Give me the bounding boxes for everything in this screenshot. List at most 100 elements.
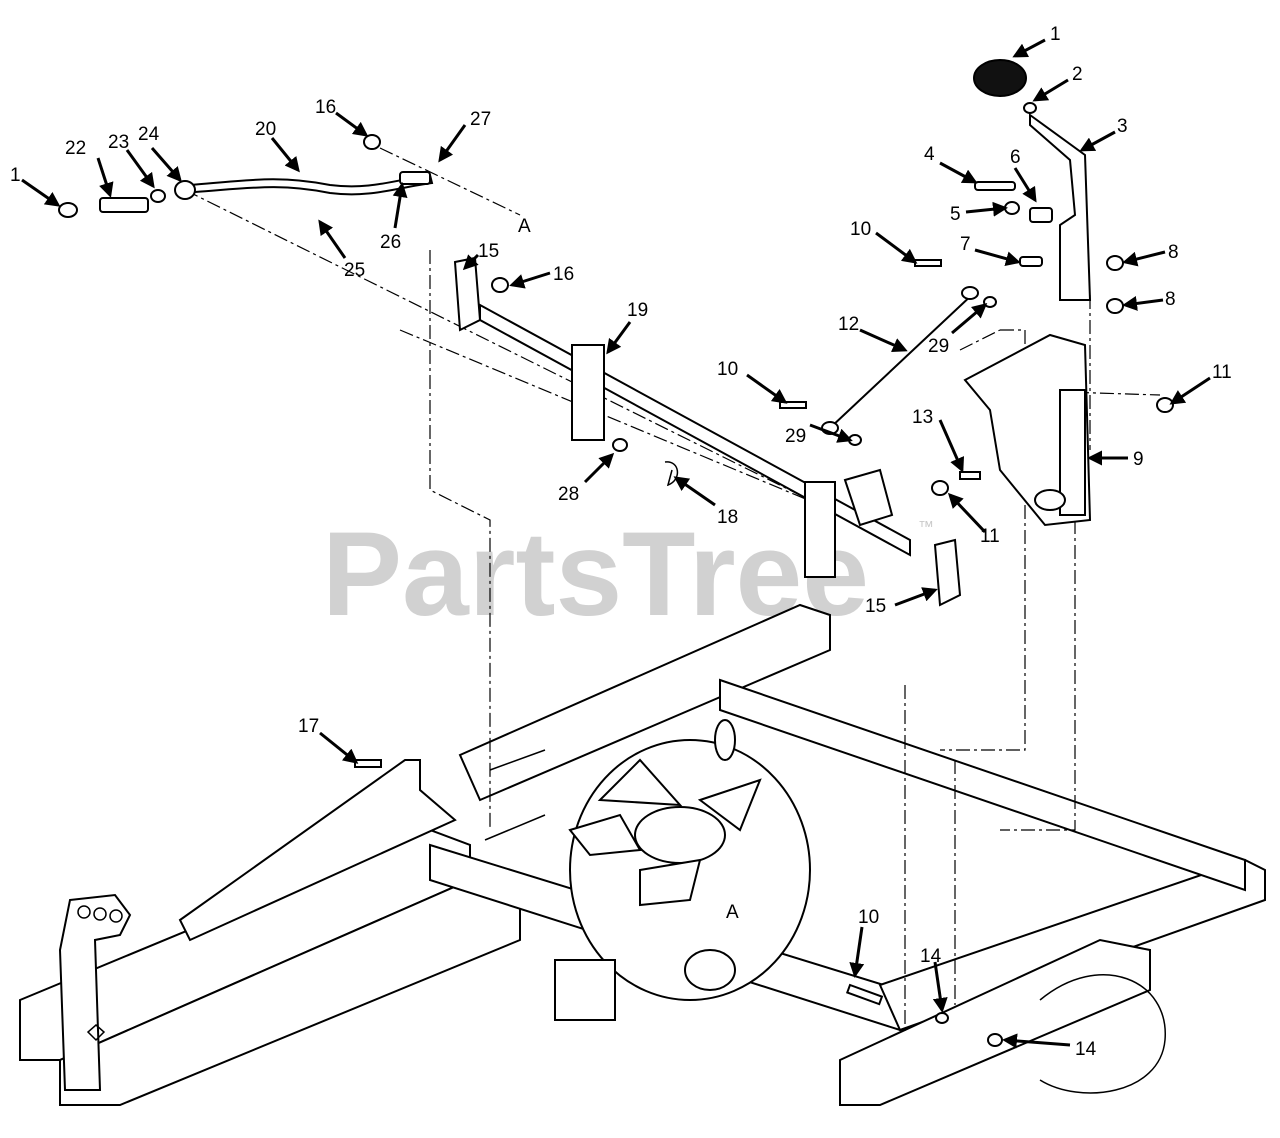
callout-20: 20 (255, 119, 276, 140)
left-side-plate (178, 759, 457, 942)
drive-pulley (684, 949, 736, 991)
section-marker-a-upper: A (518, 216, 531, 237)
washer (983, 296, 997, 308)
knob-nut (1023, 102, 1037, 114)
callout-8-lower: 8 (1165, 289, 1176, 310)
hex-nut (931, 480, 949, 496)
callout-4: 4 (924, 144, 935, 165)
washer (848, 434, 862, 446)
bolt (914, 259, 942, 267)
callout-23: 23 (108, 132, 129, 153)
control-bracket (963, 333, 1092, 527)
callout-2: 2 (1072, 64, 1083, 85)
bolt (779, 401, 807, 409)
right-wheel-mount (1039, 974, 1166, 1094)
hex-nut (58, 202, 78, 218)
callout-9: 9 (1133, 449, 1144, 470)
bolt (845, 983, 884, 1006)
callout-16-lower: 16 (553, 264, 574, 285)
washer (150, 189, 166, 203)
callout-26: 26 (380, 232, 401, 253)
section-marker-a-lower: A (726, 902, 739, 923)
spring (1029, 207, 1053, 223)
shaft-arm (571, 344, 605, 441)
callout-28: 28 (558, 484, 579, 505)
nut (935, 1012, 949, 1024)
fan-blade (639, 858, 702, 907)
fan-blade (697, 778, 762, 832)
flange-bearing (453, 256, 482, 332)
rear-cross-member (458, 603, 831, 802)
lever-knob (973, 59, 1027, 97)
ball-joint (174, 180, 196, 200)
shaft-arm-right (804, 481, 836, 578)
callout-14-right: 14 (1075, 1039, 1097, 1060)
upper-side-rail (719, 678, 1246, 892)
callout-labels: 1 2 3 4 5 6 7 8 8 9 10 10 10 11 11 12 13… (10, 24, 1232, 1060)
callout-25: 25 (344, 260, 365, 281)
fan-blade (597, 758, 683, 807)
alignment-lines (184, 147, 1161, 1035)
callout-arrows (21, 38, 1211, 1049)
callout-1-knob: 1 (1050, 24, 1061, 45)
callout-3: 3 (1117, 116, 1128, 137)
callout-11-lower: 11 (980, 526, 1000, 547)
callout-22: 22 (65, 138, 86, 159)
callout-10-middle: 10 (717, 359, 738, 380)
hex-nut (1106, 255, 1124, 271)
linkage-parts (58, 59, 1174, 1047)
callout-13: 13 (912, 407, 933, 428)
callout-29-lower: 29 (785, 426, 806, 447)
callout-1-nut: 1 (10, 165, 21, 186)
callout-19: 19 (627, 300, 648, 321)
pivot-arm (1059, 389, 1086, 516)
callout-18: 18 (717, 507, 738, 528)
callout-12: 12 (838, 314, 859, 335)
callout-24: 24 (138, 124, 160, 145)
rod-end (399, 171, 431, 185)
watermark-trademark: ™ (918, 519, 934, 536)
flange-bearing (933, 538, 962, 607)
callout-7: 7 (960, 234, 971, 255)
control-rod (188, 173, 434, 196)
hex-nut (1106, 298, 1124, 314)
callout-6: 6 (1010, 147, 1021, 168)
nut (987, 1033, 1003, 1047)
hairpin-clip (664, 461, 679, 487)
flange-nut (491, 277, 509, 293)
washer (612, 438, 628, 452)
bolt (959, 471, 981, 480)
callout-15-lower: 15 (865, 596, 886, 617)
fan-blade (568, 813, 642, 857)
bolt (354, 759, 382, 768)
breather-tube (714, 719, 736, 761)
callout-11-upper: 11 (1212, 362, 1232, 383)
spring (99, 197, 149, 213)
callout-29-upper: 29 (928, 336, 949, 357)
callout-17: 17 (298, 716, 319, 737)
hex-nut (363, 134, 381, 150)
callout-10-upper: 10 (850, 219, 871, 240)
callout-16-upper: 16 (315, 97, 336, 118)
control-lever (1029, 113, 1092, 301)
callout-8-upper: 8 (1168, 242, 1179, 263)
left-bracket (58, 893, 132, 1091)
right-frame-rail (878, 858, 1266, 1032)
callout-15-upper: 15 (478, 241, 499, 262)
arm-bracket (843, 468, 894, 527)
hex-nut (1156, 397, 1174, 413)
transmission-assembly (554, 719, 811, 1021)
frame-assembly (19, 603, 1266, 1106)
cooling-fan-hub (634, 806, 726, 864)
bushing (1019, 256, 1043, 267)
callout-14-left: 14 (920, 946, 942, 967)
pivot-block (1034, 489, 1066, 511)
pump-body (554, 959, 616, 1021)
shoulder-bolt (974, 181, 1016, 191)
callout-27: 27 (470, 109, 491, 130)
callout-10-lower: 10 (858, 907, 879, 928)
washer (1004, 201, 1020, 215)
rod-end (961, 286, 979, 300)
callout-5: 5 (950, 204, 961, 225)
